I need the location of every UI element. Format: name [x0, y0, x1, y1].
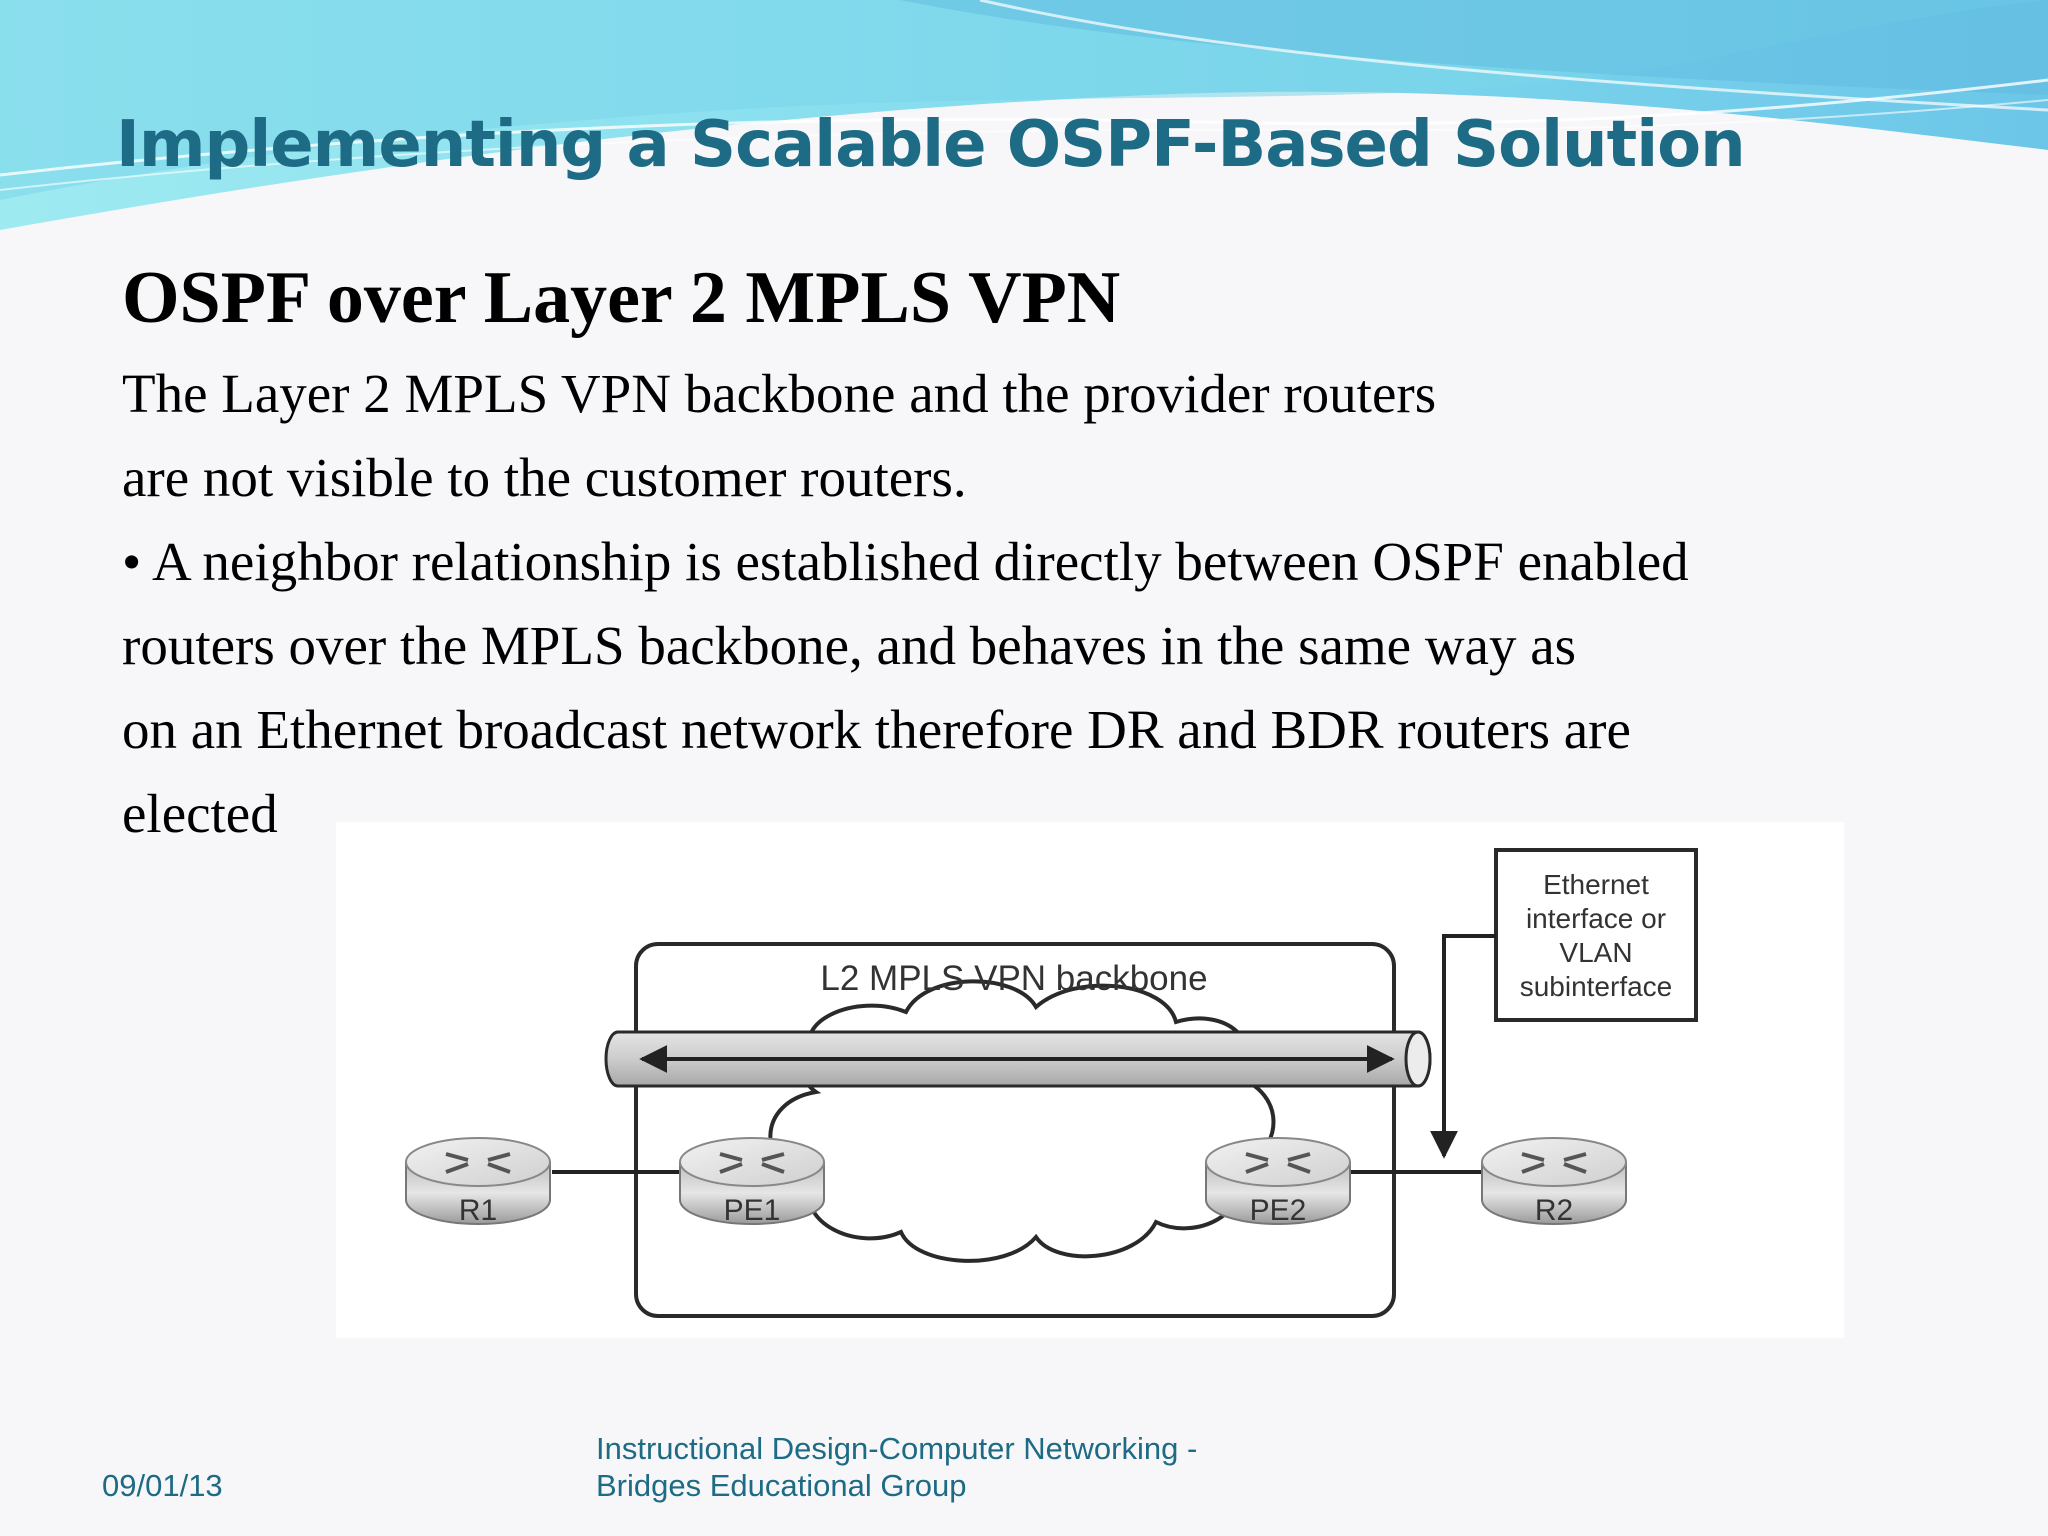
slide-subtitle: OSPF over Layer 2 MPLS VPN: [122, 257, 1121, 339]
router-label: R2: [1535, 1194, 1573, 1227]
footer-org-line: Instructional Design-Computer Networking…: [596, 1431, 1198, 1466]
router-label: R1: [459, 1194, 497, 1227]
footer-org-line: Bridges Educational Group: [596, 1468, 967, 1503]
router-r1: R1: [405, 1137, 551, 1227]
footer-date: 09/01/13: [102, 1468, 223, 1503]
backbone-label: L2 MPLS VPN backbone: [820, 959, 1207, 998]
mpls-cloud: [768, 979, 1276, 1263]
callout-arrow: [1430, 934, 1496, 1159]
callout-line: VLAN: [1559, 937, 1632, 968]
callout-line: interface or: [1526, 903, 1666, 934]
router-r2: R2: [1481, 1137, 1627, 1227]
body-line: elected: [122, 783, 278, 844]
footer-org: Instructional Design-Computer Networking…: [596, 1430, 1197, 1504]
callout-line: Ethernet: [1543, 869, 1649, 900]
body-line: • A neighbor relationship is established…: [122, 531, 1689, 592]
router-label: PE1: [724, 1194, 781, 1227]
pseudowire-tube: [604, 1030, 1432, 1088]
body-line: are not visible to the customer routers.: [122, 447, 967, 508]
network-diagram-svg: L2 MPLS VPN backbone Ethernet interface …: [405, 848, 1698, 1318]
body-line: The Layer 2 MPLS VPN backbone and the pr…: [122, 363, 1437, 424]
callout-box: [1494, 848, 1698, 1022]
slide-title: Implementing a Scalable OSPF-Based Solut…: [116, 108, 1746, 182]
router-pe2: PE2: [1205, 1137, 1351, 1227]
network-diagram: L2 MPLS VPN backbone Ethernet interface …: [336, 822, 1844, 1338]
callout-line: subinterface: [1520, 971, 1673, 1002]
router-pe1: PE1: [679, 1137, 825, 1227]
body-line: on an Ethernet broadcast network therefo…: [122, 699, 1631, 760]
router-label: PE2: [1250, 1194, 1307, 1227]
body-line: routers over the MPLS backbone, and beha…: [122, 615, 1577, 676]
header-wave: [0, 0, 2048, 230]
slide-body: The Layer 2 MPLS VPN backbone and the pr…: [122, 352, 1962, 856]
